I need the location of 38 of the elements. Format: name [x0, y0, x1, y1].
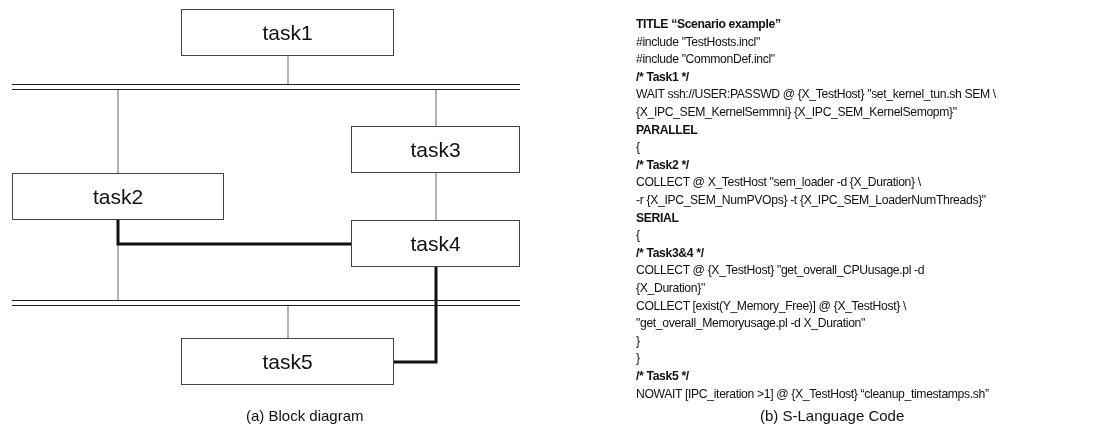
figure-caption: (b) S-Language Code [760, 407, 905, 424]
code-line: /* Task5 */ [636, 369, 689, 383]
connector-line [287, 55, 289, 85]
connector-line [116, 220, 351, 246]
code-line: TITLE “Scenario example” [636, 17, 781, 31]
code-line: {X_IPC_SEM_KernelSemmni} {X_IPC_SEM_KernelSemopm}" [636, 105, 957, 119]
code-line: COLLECT [exist(Y_Memory_Free)] @ {X_TestHost} \ [636, 298, 906, 313]
code-line: PARALLEL [636, 122, 698, 137]
task-box: task2 [12, 173, 224, 220]
connector-line [117, 89, 119, 174]
connector-line [435, 172, 437, 221]
figure-caption: (a) Block diagram [246, 407, 364, 424]
code-line: #include "TestHosts.incl" [636, 34, 760, 49]
task-box: task3 [351, 126, 520, 173]
sync-bar [12, 300, 520, 306]
code-line: } [636, 351, 640, 366]
connector-line [394, 267, 438, 364]
code-line: /* Task1 */ [636, 69, 689, 84]
task-box: task5 [181, 338, 394, 385]
code-line: { [636, 140, 640, 155]
task-box: task1 [181, 9, 394, 56]
code-line: /* Task3&4 */ [636, 245, 704, 260]
code-line: /* Task2 */ [636, 157, 689, 172]
code-line: -r {X_IPC_SEM_NumPVOps} -t {X_IPC_SEM_LoaderNumThreads}" [636, 193, 986, 207]
code-line: #include "CommonDef.incl" [636, 52, 775, 67]
connector-line [287, 305, 289, 339]
code-line: {X_Duration}" [636, 281, 705, 295]
code-line: { [636, 228, 640, 243]
connector-line [435, 89, 437, 127]
code-line: NOWAIT [IPC_iteration >1] @ {X_TestHost} “cleanup_timestamps.sh” [636, 386, 989, 401]
task-box: task4 [351, 220, 520, 267]
code-line: SERIAL [636, 210, 679, 225]
code-line: WAIT ssh://USER:PASSWD @ {X_TestHost} "set_kernel_tun.sh SEM \ [636, 87, 996, 102]
sync-bar [12, 84, 520, 90]
code-line: COLLECT @ X_TestHost "sem_loader -d {X_Duration} \ [636, 175, 921, 190]
code-line: COLLECT @ {X_TestHost} "get_overall_CPUusage.pl -d [636, 263, 925, 278]
code-line: "get_overall_Memoryusage.pl -d X_Duration" [636, 316, 866, 331]
code-line: } [636, 333, 640, 348]
